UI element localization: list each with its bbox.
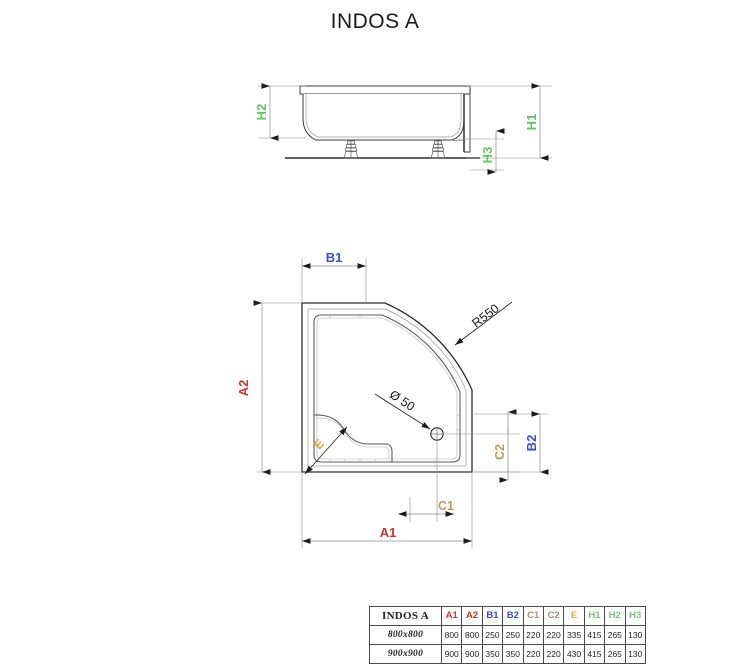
dimension-H2 — [258, 83, 306, 141]
dimension-E — [304, 426, 348, 475]
table-cell-B1: 250 — [481, 625, 504, 645]
tray-inner-rim — [307, 308, 467, 467]
dimension-A1 — [301, 472, 473, 548]
table-row: 800x800 800 800 250 250 220 220 335 415 … — [369, 625, 647, 645]
table-cell-H2: 265 — [604, 625, 626, 645]
page-title: INDOS A — [330, 10, 420, 33]
table-cell-B2: 350 — [502, 644, 524, 664]
adjustable-leg-right — [430, 139, 446, 159]
table-cell-A2: 800 — [461, 625, 483, 645]
table-cell-H3: 130 — [624, 625, 647, 645]
dimension-label-A1: A1 — [380, 525, 397, 540]
tray-rim-profile — [299, 85, 471, 95]
table-cell-E: 430 — [563, 644, 585, 664]
table-cell-A1: 800 — [440, 625, 463, 645]
table-col-header-B1: B1 — [481, 606, 504, 626]
table-cell-B2: 250 — [502, 625, 524, 645]
table-col-header-C2: C2 — [542, 606, 565, 626]
table-cell-A2: 900 — [461, 644, 483, 664]
table-cell-H2: 265 — [604, 644, 626, 664]
dimension-label-H2: H2 — [254, 104, 269, 121]
dimension-label-C2: C2 — [493, 444, 507, 460]
annotation-R550 — [454, 301, 513, 346]
table-row-size: 900x900 — [369, 644, 442, 664]
table-col-header-E: E — [563, 606, 585, 626]
annotation-drain-leader — [374, 393, 431, 430]
table-cell-H1: 415 — [583, 625, 606, 645]
table-col-header-A2: A2 — [461, 606, 483, 626]
tray-outer-outline — [301, 302, 473, 473]
dimension-label-H3: H3 — [480, 147, 495, 164]
table-corner-label: INDOS A — [369, 606, 442, 626]
dimension-H1 — [466, 83, 552, 161]
side-view-group: H2 H1 H3 — [254, 83, 552, 175]
table-cell-C2: 220 — [542, 644, 565, 664]
table-col-header-C1: C1 — [522, 606, 544, 626]
tray-right-edge — [451, 94, 471, 153]
specification-table: INDOS A A1 A2 B1 B2 C1 C2 E H1 H2 H3 800… — [369, 606, 647, 664]
dimension-C1 — [398, 440, 454, 522]
table-cell-H3: 130 — [624, 644, 647, 664]
table-cell-C2: 220 — [542, 625, 565, 645]
corner-seat-shape — [313, 414, 393, 462]
table-header-row: INDOS A A1 A2 B1 B2 C1 C2 E H1 H2 H3 — [369, 606, 647, 626]
annotation-label-R550: R550 — [469, 301, 501, 330]
table-cell-C1: 220 — [522, 625, 544, 645]
table-col-header-A1: A1 — [440, 606, 463, 626]
adjustable-leg-left — [343, 140, 359, 159]
plan-view-group: R550 Ø 50 E B1 — [236, 250, 549, 548]
dimension-label-B1: B1 — [326, 250, 343, 265]
dimension-label-H1: H1 — [524, 114, 539, 131]
table-cell-H1: 415 — [583, 644, 606, 664]
table-cell-A1: 900 — [440, 644, 463, 664]
table-cell-E: 335 — [563, 625, 585, 645]
dimension-B1 — [301, 258, 367, 303]
table-col-header-H1: H1 — [583, 606, 606, 626]
dimension-label-B2: B2 — [524, 435, 539, 452]
technical-drawing-canvas: H2 H1 H3 — [236, 83, 552, 548]
dimension-H3 — [452, 128, 505, 175]
dimension-label-C1: C1 — [438, 499, 454, 513]
dimension-B2 — [474, 411, 549, 475]
table-col-header-B2: B2 — [502, 606, 524, 626]
table-col-header-H3: H3 — [624, 606, 647, 626]
table-col-header-H2: H2 — [604, 606, 626, 626]
table-row-size: 800x800 — [369, 625, 442, 645]
dimension-label-A2: A2 — [236, 380, 251, 397]
specification-table-wrapper: INDOS A A1 A2 B1 B2 C1 C2 E H1 H2 H3 800… — [369, 606, 647, 664]
tray-body-profile — [302, 94, 465, 141]
table-cell-C1: 220 — [522, 644, 544, 664]
table-row: 900x900 900 900 350 350 220 220 430 415 … — [369, 644, 647, 664]
dimension-A2 — [253, 300, 302, 475]
table-cell-B1: 350 — [481, 644, 504, 664]
